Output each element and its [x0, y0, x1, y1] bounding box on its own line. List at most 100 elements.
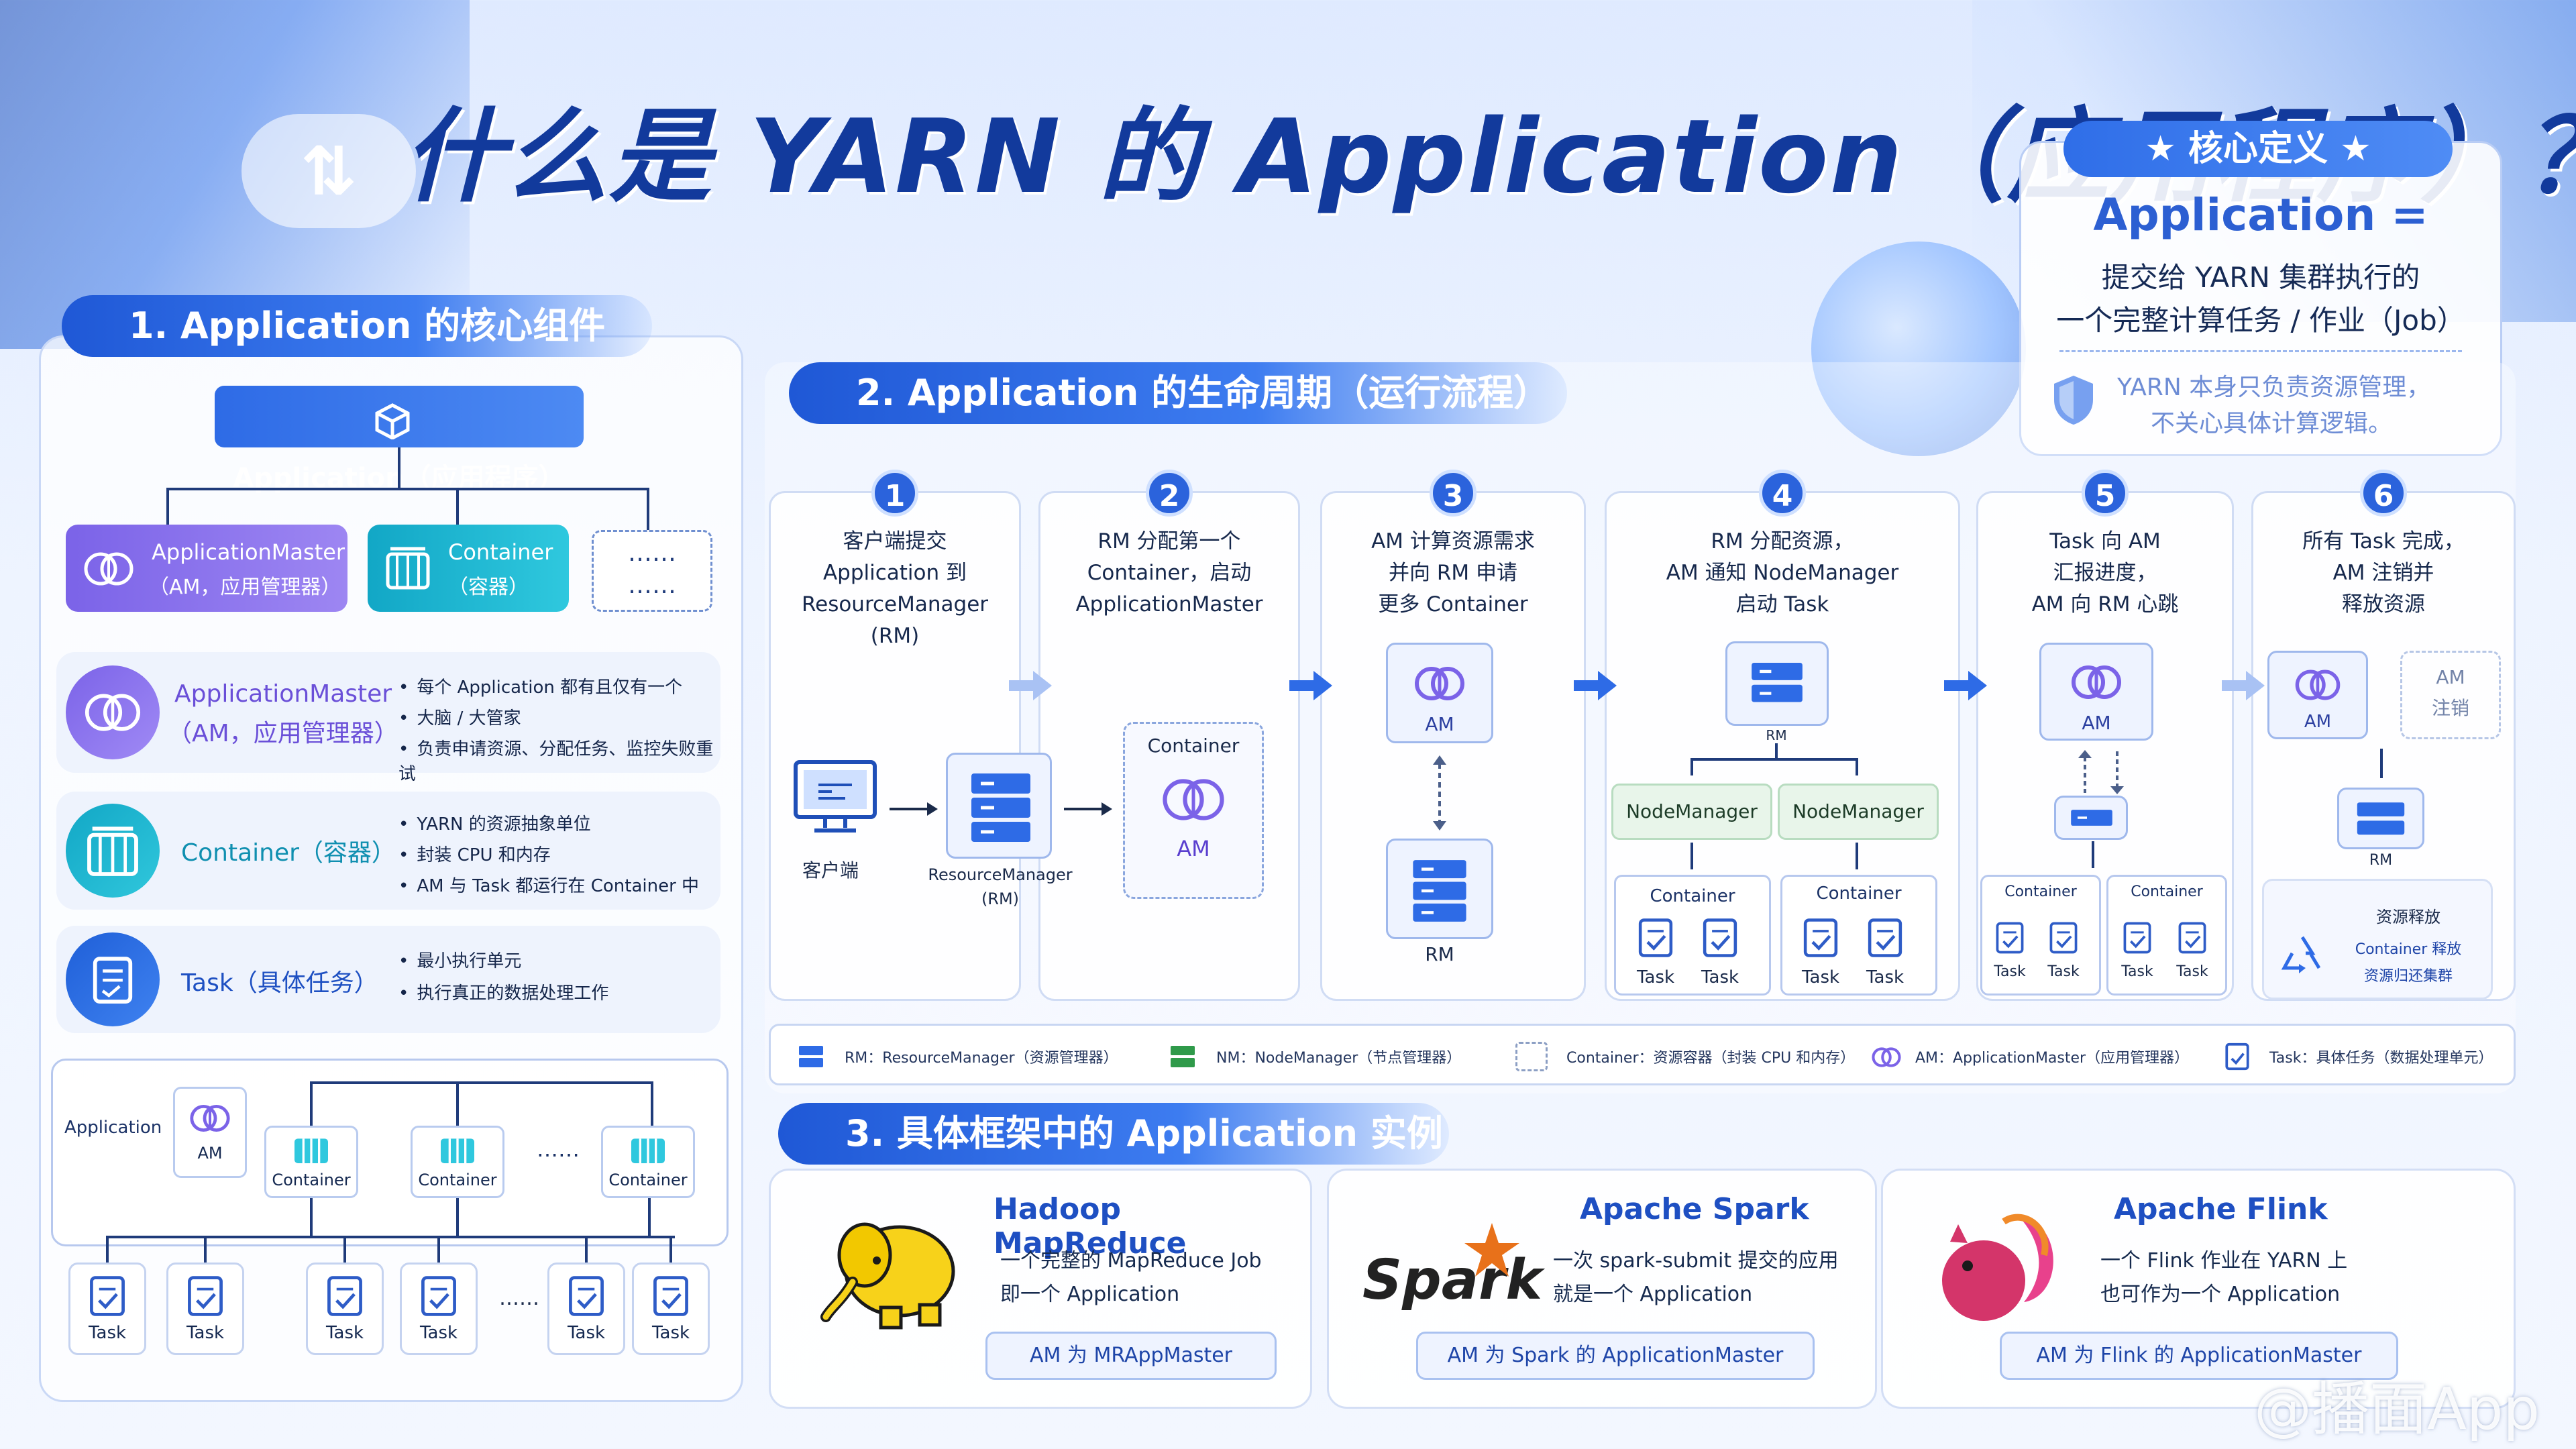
container-icon: [441, 1138, 474, 1163]
mini-task-label: Task: [2047, 963, 2080, 980]
step3-am-label: AM: [1425, 713, 1454, 735]
mini-task: Task: [2113, 920, 2161, 980]
connector: [456, 1081, 459, 1126]
task-icon: [66, 932, 160, 1026]
nodemanager-box-1: NodeManager: [1611, 784, 1772, 840]
mini-task: Task: [1692, 916, 1748, 987]
connector: [1690, 843, 1693, 869]
step-5-line: 汇报进度，: [2053, 561, 2157, 585]
task-icon: [2123, 922, 2151, 954]
row-task-bullet-2: 执行真正的数据处理工作: [398, 979, 608, 1004]
container-tile: Container （容器）: [368, 525, 569, 612]
tree-container-label: Container: [272, 1171, 351, 1189]
tree-task-tile: Task: [166, 1263, 244, 1355]
step6-rm-box: [2337, 788, 2424, 849]
connector: [437, 1236, 440, 1263]
monitor-icon: [794, 760, 877, 833]
framework-card-spark: Spark Apache Spark 一次 spark-submit 提交的应用…: [1327, 1169, 1877, 1409]
step5-container-2: Container: [2106, 875, 2227, 996]
task-icon: [2178, 922, 2206, 954]
step2-container-label: Container: [1147, 735, 1240, 757]
tree-task-tile: Task: [68, 1263, 146, 1355]
step-card-1: [769, 491, 1021, 1001]
definition-line-1: 提交给 YARN 集群执行的: [2101, 261, 2420, 294]
container-label: Container: [2004, 883, 2077, 900]
arrow-right-icon: [1289, 671, 1332, 700]
row-container-bullet-3: AM 与 Task 都运行在 Container 中: [398, 872, 699, 897]
step-4-line: AM 通知 NodeManager: [1666, 561, 1899, 585]
spark-logo: Spark: [1362, 1248, 1543, 1312]
server-icon: [1413, 860, 1466, 922]
task-icon: [421, 1276, 456, 1316]
tree-container-1: Container: [264, 1126, 358, 1198]
row-container: Container（容器） YARN 的资源抽象单位 封装 CPU 和内存 AM…: [56, 792, 720, 910]
mini-task: Task: [2168, 920, 2216, 980]
mini-task-label: Task: [1636, 967, 1675, 987]
framework-pill-flink: AM 为 Flink 的 ApplicationMaster: [2000, 1332, 2398, 1380]
connector: [204, 1236, 207, 1263]
task-icon: [90, 1276, 125, 1316]
recycle-icon: [2281, 936, 2321, 973]
step-number-1: 1: [871, 470, 918, 517]
application-box: Application（应用程序）: [215, 386, 584, 494]
mini-task-label: Task: [2121, 963, 2153, 980]
step-2-line: RM 分配第一个: [1097, 529, 1241, 553]
arrow-right-icon: [1009, 671, 1052, 700]
step6-logout-am: AM: [2436, 666, 2465, 688]
definition-badge: ★ 核心定义 ★: [2063, 121, 2453, 177]
task-icon: [327, 1276, 362, 1316]
definition-app: Application =: [2093, 189, 2428, 241]
container-tile-line-1: Container: [448, 539, 553, 565]
tree-dots: ……: [537, 1136, 580, 1162]
legend-container: Container：资源容器（封装 CPU 和内存）: [1566, 1050, 1856, 1067]
cube-icon: [374, 400, 411, 440]
legend-rm: RM：ResourceManager（资源管理器）: [845, 1050, 1118, 1067]
step-2-line: ApplicationMaster: [1075, 592, 1263, 616]
step4-rm-label: RM: [1766, 727, 1787, 743]
step5-container-1: Container: [1980, 875, 2101, 996]
connector: [1690, 758, 1858, 761]
task-icon: [569, 1276, 604, 1316]
step-3-line: 更多 Container: [1378, 592, 1528, 616]
tree-task-tile: Task: [547, 1263, 625, 1355]
row-container-bullet-1: YARN 的资源抽象单位: [398, 810, 590, 835]
step-2-line: Container，启动: [1087, 561, 1252, 585]
brain-icon: [1415, 667, 1464, 700]
more-line-1: ……: [628, 539, 676, 567]
mini-task-label: Task: [1866, 967, 1904, 987]
step6-rm-label: RM: [2369, 852, 2393, 869]
brain-icon: [1163, 779, 1224, 820]
tree-container-label: Container: [418, 1171, 497, 1189]
tree-container-label: Container: [608, 1171, 688, 1189]
step3-am-box: AM: [1386, 643, 1493, 743]
am-tile-line-2: （AM，应用管理器）: [149, 576, 341, 599]
framework-title-flink: Apache Flink: [2114, 1192, 2328, 1226]
row-am-bullet-3: 负责申请资源、分配任务、监控失败重试: [398, 735, 720, 785]
resource-release-box: 资源释放 Container 释放 资源归还集群: [2262, 879, 2493, 1000]
framework-pill-mapreduce: AM 为 MRAppMaster: [985, 1332, 1277, 1380]
brain-icon: [190, 1105, 230, 1132]
container-icon: [294, 1138, 328, 1163]
more-line-2: ……: [628, 572, 676, 599]
row-am-bullet-2: 大脑 / 大管家: [398, 704, 521, 729]
mini-task: Task: [1627, 916, 1684, 987]
task-icon: [1703, 918, 1737, 957]
step-4-line: RM 分配资源，: [1711, 529, 1854, 553]
definition-note-1: YARN 本身只负责资源管理，: [2117, 374, 2431, 401]
brain-icon: [1872, 1047, 1901, 1067]
framework-card-mapreduce: Hadoop MapReduce 一个完整的 MapReduce Job 即一个…: [769, 1169, 1312, 1409]
legend-nm: NM：NodeManager（节点管理器）: [1216, 1050, 1462, 1067]
tree-task-tile: Task: [632, 1263, 710, 1355]
framework-title-spark: Apache Spark: [1580, 1192, 1809, 1226]
connector: [669, 1236, 672, 1263]
connector: [107, 1236, 675, 1238]
connector: [2380, 749, 2383, 778]
arrow-right-icon: [1064, 802, 1112, 816]
resourcemanager-box: [946, 753, 1052, 859]
release-line-1: Container 释放: [2355, 941, 2462, 958]
section-1-header: 1. Application 的核心组件: [62, 295, 652, 357]
framework-line1-mapreduce: 一个完整的 MapReduce Job: [1000, 1249, 1262, 1273]
container-label: Container: [1816, 883, 1902, 904]
mini-task: Task: [1857, 916, 1913, 987]
connector: [647, 488, 649, 531]
